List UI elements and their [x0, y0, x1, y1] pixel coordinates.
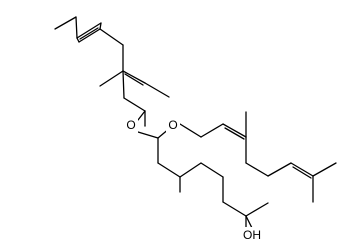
bond — [292, 166, 312, 179]
hydroxyl-group: OH — [243, 228, 261, 242]
bond — [179, 162, 202, 178]
bond — [200, 123, 224, 138]
bond — [179, 123, 202, 138]
bond — [122, 70, 146, 84]
bond — [79, 27, 99, 40]
bond — [312, 162, 337, 177]
bond — [245, 202, 269, 217]
bond — [222, 201, 247, 217]
bond — [124, 73, 144, 86]
bond — [75, 16, 78, 39]
bond — [99, 22, 102, 30]
bond — [122, 70, 125, 99]
ether-oxygen-left: O — [126, 118, 135, 132]
bond — [54, 16, 77, 30]
bond — [123, 97, 146, 112]
bond — [222, 123, 247, 138]
bond — [157, 162, 181, 178]
left-geranyl-chain — [54, 16, 170, 127]
bond — [137, 110, 146, 121]
bond — [267, 162, 292, 177]
bond — [78, 28, 101, 43]
right-geranyl-chain — [179, 111, 337, 203]
bond — [99, 28, 124, 46]
bond — [200, 162, 224, 178]
ether-oxygen-right: O — [168, 118, 177, 132]
bond — [245, 162, 269, 177]
bond — [144, 82, 170, 98]
bond — [224, 127, 245, 140]
bond — [76, 22, 102, 39]
bond — [137, 131, 159, 139]
bond — [290, 162, 314, 177]
bond — [76, 37, 80, 43]
acetal-backbone — [137, 110, 269, 241]
bond — [99, 70, 124, 87]
atom-labels: O O OH — [124, 117, 264, 243]
